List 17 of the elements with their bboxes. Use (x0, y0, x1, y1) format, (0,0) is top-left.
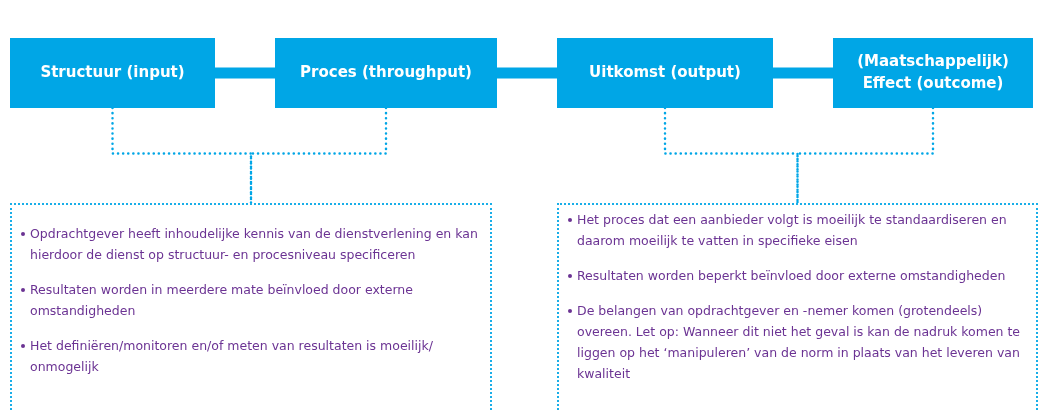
bullet-text: De belangen van opdrachtgever en -nemer komen (grotendeels) overeen. Let op: Wanneer dit niet het geval is kan de nadruk komen te liggen op het ‘manipuleren’ van de norm in plaats van het leveren van kwaliteit (577, 303, 1021, 381)
bullet-text: Resultaten worden in meerdere mate beïnvloed door externe omstandigheden (30, 282, 413, 318)
dotted-connector (796, 106, 935, 205)
connector-bar (773, 67, 833, 79)
connector-bar (497, 67, 557, 79)
note-panel (10, 203, 492, 410)
dotted-connector (249, 106, 388, 205)
process-box: Proces (throughput) (275, 38, 497, 108)
connector-bar (215, 67, 275, 79)
process-box: Uitkomst (output) (557, 38, 773, 108)
bullet-text: Resultaten worden beperkt beïnvloed door externe omstandigheden (577, 268, 1006, 283)
note-panel (557, 203, 1038, 410)
process-box: Structuur (input) (10, 38, 215, 108)
bullet-text: Het proces dat een aanbieder volgt is moeilijk te standaardiseren en daarom moeilijk te vatten in specifieke eisen (577, 212, 1007, 248)
bullet-text: Opdrachtgever heeft inhoudelijke kennis van de dienstverlening en kan hierdoor de dienst op structuur- en procesniveau specificeren (30, 226, 478, 262)
bullet-text: Het definiëren/monitoren en/of meten van resultaten is moeilijk/ onmogelijk (30, 338, 433, 374)
process-box: (Maatschappelijk) Effect (outcome) (833, 38, 1033, 108)
